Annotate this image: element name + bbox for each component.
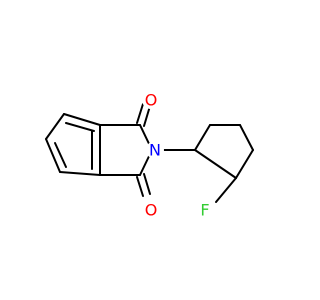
atom-O-top: O [142,91,160,110]
bond [194,149,237,179]
atom-label: O [145,201,158,220]
aromatic-inner-bond [54,142,67,168]
bond [59,171,101,176]
double-bond [136,176,144,197]
atom-F: F [196,201,214,220]
atom-O-bottom: O [142,201,160,220]
bond [239,124,254,151]
atom-label: N [149,141,161,160]
carbonyl-bonds [136,103,151,197]
double-bond [143,173,151,195]
atom-label: O [145,91,158,110]
cyclopentane-ring [159,124,254,203]
molecule-structure: O O N F [45,91,254,220]
bond [194,124,211,151]
bond [63,113,101,126]
bond [215,177,237,203]
bond [45,113,65,140]
double-bond [143,105,151,127]
bond [235,149,254,179]
double-bond [136,103,144,124]
atom-label: F [200,201,209,220]
imide-ring [99,124,153,176]
aromatic-inner-bond [65,122,95,132]
benzene-ring [45,113,101,176]
bond [45,138,61,173]
atom-N: N [146,141,164,160]
